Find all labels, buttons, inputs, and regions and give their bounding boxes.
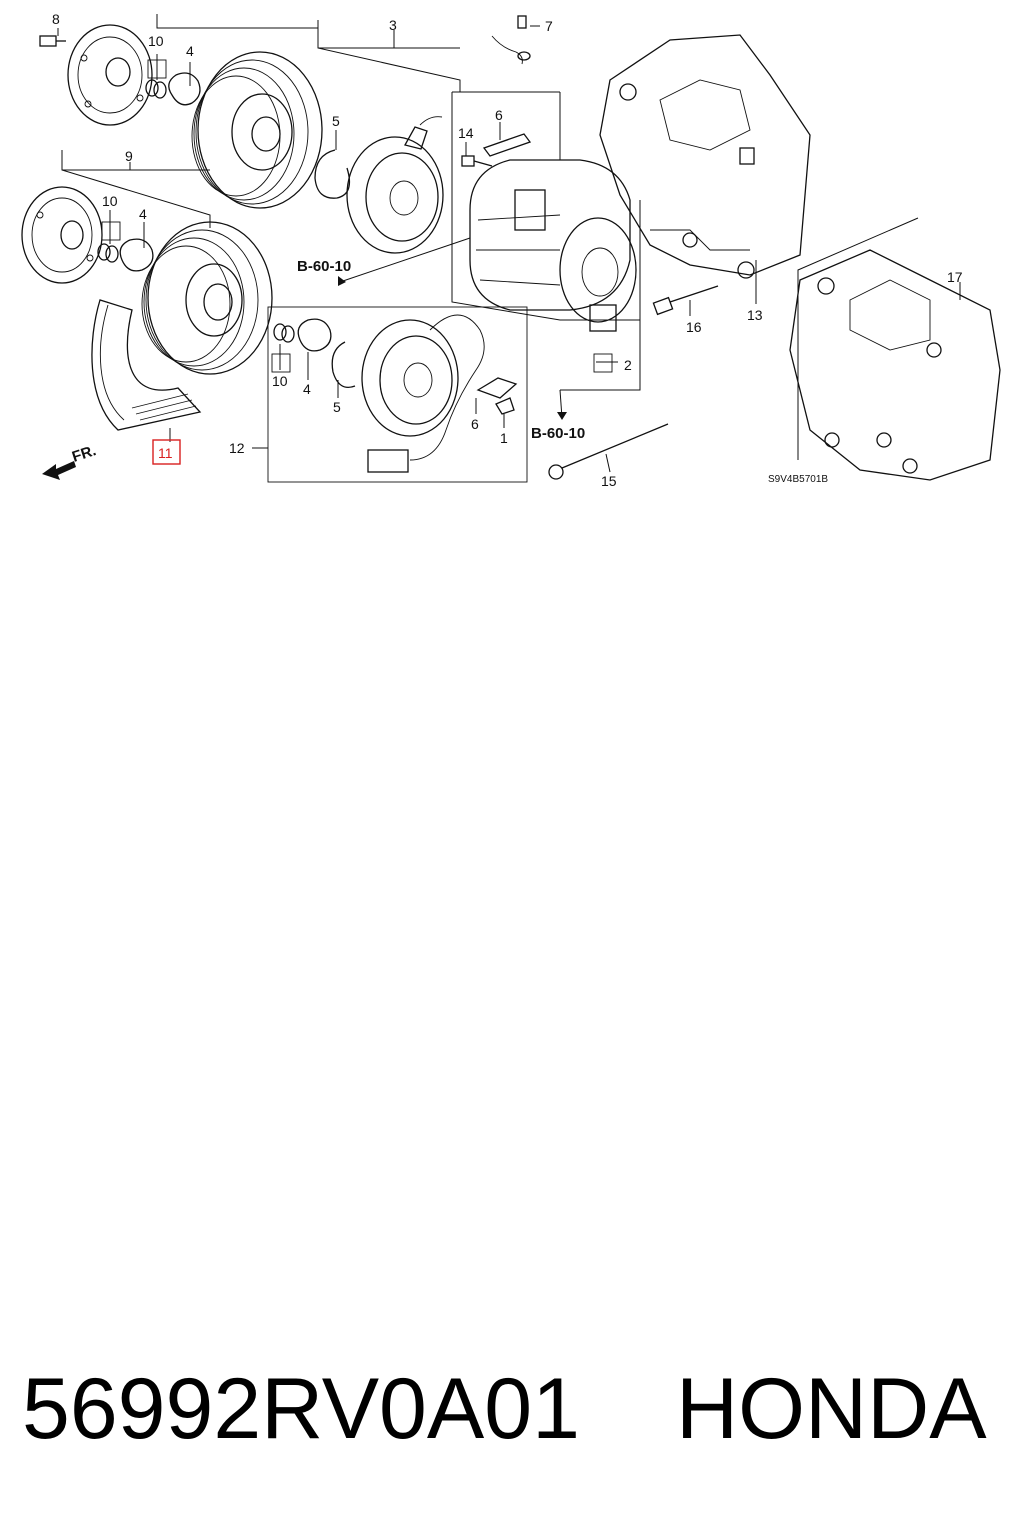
callout-16: 16 [686, 319, 702, 335]
callout-boxes [101, 59, 613, 465]
callout-5-lower: 5 [333, 399, 341, 415]
callout-4-middle: 4 [139, 206, 147, 222]
bracket-upper [461, 133, 532, 167]
diagram-code: S9V4B5701B [768, 474, 828, 485]
pulley-lower [141, 221, 273, 375]
ref-b-60-10-lower[interactable]: B-60-10 [531, 425, 585, 442]
part-caption: 56992RV0A01 HONDA [0, 1360, 1024, 1480]
callout-12: 12 [229, 440, 245, 456]
callout-6-lower: 6 [471, 416, 479, 432]
ground-wire [491, 15, 531, 65]
part-number: 56992RV0A01 [22, 1361, 580, 1457]
mounting-bracket [599, 34, 811, 279]
front-marker: FR. [70, 442, 98, 466]
field-coil-upper [346, 116, 444, 254]
shims-upper [145, 72, 201, 106]
callout-15: 15 [601, 473, 617, 489]
ref-b-60-10-upper[interactable]: B-60-10 [297, 258, 351, 275]
clutch-hub-upper [39, 24, 153, 126]
leader-lines [57, 14, 961, 473]
pulley-upper [191, 51, 323, 209]
callout-10-lower: 10 [272, 373, 288, 389]
callout-10-upper: 10 [148, 33, 164, 49]
callout-1: 1 [500, 430, 508, 446]
callout-2: 2 [624, 357, 632, 373]
callout-4-upper: 4 [186, 43, 194, 59]
callout-6-upper: 6 [495, 107, 503, 123]
snap-ring-upper [314, 149, 351, 199]
brand-name: HONDA [676, 1361, 987, 1457]
drive-belt [91, 299, 202, 431]
callout-11-highlighted: 11 [158, 445, 173, 461]
bracket-17 [789, 249, 1001, 481]
callout-14: 14 [458, 125, 474, 141]
parts-diagram: FR. [21, 11, 1001, 489]
callout-10-middle: 10 [102, 193, 118, 209]
front-arrow-icon: FR. [42, 442, 98, 480]
clutch-hub-lower [21, 186, 154, 284]
compressor-body [469, 159, 637, 332]
bolt-15 [548, 423, 669, 480]
callout-7: 7 [545, 18, 553, 34]
callout-17: 17 [947, 269, 963, 285]
field-coil-kit [267, 306, 528, 483]
callout-4-lower: 4 [303, 381, 311, 397]
callout-3: 3 [389, 17, 397, 33]
callout-13: 13 [747, 307, 763, 323]
callout-8: 8 [52, 11, 60, 27]
callout-9: 9 [125, 148, 133, 164]
bolt-16 [652, 285, 719, 316]
callout-5-upper: 5 [332, 113, 340, 129]
callout-labels: 8 10 4 3 5 7 14 6 9 10 4 B-60-10 16 13 1… [52, 11, 963, 489]
